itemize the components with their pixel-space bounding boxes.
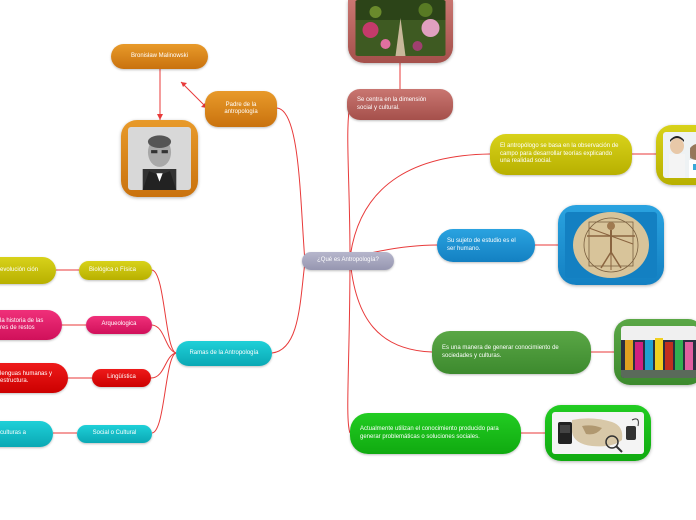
map-tools-photo-icon	[552, 412, 644, 454]
node-linguistica[interactable]: Lingüística	[92, 369, 151, 387]
node-social-label: Social o Cultural	[92, 430, 137, 437]
vitruvian-photo-frame	[558, 205, 664, 285]
malinowski-photo-frame	[121, 120, 198, 197]
node-padre[interactable]: Padre de la antropología	[205, 91, 277, 127]
dancers-photo-icon	[621, 326, 696, 378]
vitruvian-man-icon	[565, 212, 657, 278]
dancers-photo-frame	[614, 319, 696, 385]
node-actualmente[interactable]: Actualmente utilizan el conocimiento pro…	[350, 413, 521, 454]
node-arqueologica[interactable]: Arqueologica	[86, 316, 152, 334]
node-culturas[interactable]: culturas a	[0, 421, 53, 447]
node-lenguas-label: lenguas humanas y estructura.	[0, 370, 53, 385]
map-tools-photo-frame	[545, 405, 651, 461]
node-malinowski[interactable]: Bronisław Malinowski	[111, 44, 208, 69]
central-topic-label: ¿Qué es Antropología?	[317, 257, 379, 264]
node-observacion[interactable]: El antropólogo se basa en la observación…	[490, 134, 632, 175]
node-social[interactable]: Social o Cultural	[77, 425, 152, 443]
node-arqueologica-label: Arqueologica	[101, 321, 137, 328]
node-observacion-label: El antropólogo se basa en la observación…	[500, 143, 619, 165]
node-lenguas[interactable]: lenguas humanas y estructura.	[0, 363, 68, 393]
node-culturas-label: culturas a	[0, 430, 27, 437]
node-linguistica-label: Lingüística	[107, 374, 136, 381]
node-ramas-label: Ramas de la Antropología	[189, 349, 259, 356]
node-manera[interactable]: Es una manera de generar conocimiento de…	[432, 331, 591, 374]
node-sujeto[interactable]: Su sujeto de estudio es el ser humano.	[437, 229, 535, 262]
node-dimension-label: Se centra en la dimensión social y cultu…	[357, 97, 427, 111]
node-malinowski-label: Bronisław Malinowski	[130, 52, 189, 59]
node-manera-label: Es una manera de generar conocimiento de…	[442, 345, 559, 359]
node-padre-label: Padre de la antropología	[224, 101, 258, 116]
central-topic[interactable]: ¿Qué es Antropología?	[302, 252, 394, 270]
people-photo-icon	[663, 132, 696, 178]
node-historia[interactable]: la historia de las res de restos	[0, 310, 62, 340]
node-ramas[interactable]: Ramas de la Antropología	[176, 341, 272, 366]
node-evolucion-label: evolución ción	[0, 266, 39, 273]
garden-path-photo-icon	[355, 0, 446, 56]
node-evolucion[interactable]: evolución ción	[0, 257, 56, 284]
node-biologica[interactable]: Biológica o Física	[79, 261, 152, 280]
portrait-photo-icon	[128, 127, 191, 190]
people-photo-frame	[656, 125, 696, 185]
node-actualmente-label: Actualmente utilizan el conocimiento pro…	[360, 426, 499, 440]
node-biologica-label: Biológica o Física	[89, 266, 137, 273]
node-dimension[interactable]: Se centra en la dimensión social y cultu…	[347, 89, 453, 120]
node-sujeto-label: Su sujeto de estudio es el ser humano.	[447, 238, 516, 252]
node-historia-label: la historia de las res de restos	[0, 317, 44, 332]
garden-photo-frame	[348, 0, 453, 63]
